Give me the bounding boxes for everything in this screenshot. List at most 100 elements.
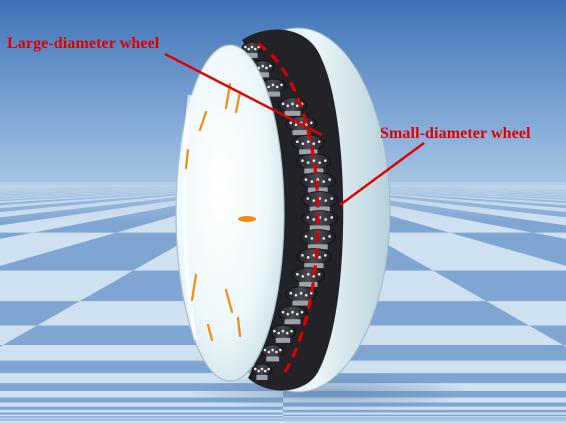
roller-hole [310,180,314,183]
roller-hole [328,178,331,181]
roller-hole [301,142,305,146]
floor-tile [528,325,566,346]
roller-hole [271,83,275,87]
roller-hole [299,291,303,295]
floor-tile [432,270,566,302]
roller-hole [304,293,308,297]
center-marker [238,216,256,222]
roller-hole [306,140,310,144]
roller-hole [328,235,331,238]
roller-hole [279,348,282,352]
large-diameter-wheel-label: Large-diameter wheel [7,35,160,52]
roller-hole [295,312,299,316]
roller-hole [322,180,325,183]
roller-hole [310,121,313,125]
roller-hub [284,319,301,325]
roller-hole [269,64,272,68]
floor-tile [0,301,80,326]
roller-hole [261,64,264,68]
roller-hole [291,310,294,314]
roller-hole [286,312,290,316]
roller-hole [296,140,299,144]
roller-hole [273,329,276,333]
roller-hub [266,356,280,362]
roller-hole [295,104,299,108]
roller-hole [289,121,293,125]
leader-lines [164,52,425,206]
floor-tile [0,418,283,420]
roller-hole [317,272,321,276]
roller-hole [301,159,304,162]
roller-hole [318,256,321,259]
roller-hole [277,331,280,335]
roller-hole [324,218,328,221]
roller-hole [318,161,321,164]
floor-tile [449,232,566,266]
floor-tile [0,232,200,271]
roller-hub [275,337,291,343]
roller-hole [312,199,316,202]
roller-hole [312,159,316,162]
roller-hole [312,254,316,257]
floor-tile [0,406,283,410]
floor-tile [0,412,283,415]
roller-hub [299,281,318,287]
marker-stroke [236,316,242,338]
roller-hole [281,329,285,333]
roller-hole [290,329,293,333]
floor-tile [283,419,566,421]
roller-hole [310,237,314,240]
roller-hole [254,367,257,371]
small-wheel-leader-line [339,142,425,206]
roller-hub [265,91,281,97]
roller-hole [294,123,298,127]
large-wheel-face [175,44,285,382]
roller-hole [254,47,257,51]
roller-hub [307,244,328,250]
marker-stroke [184,148,190,170]
small-diameter-wheel-label: Small-diameter wheel [380,125,531,142]
floor-tile [283,414,566,417]
roller-hole [267,350,271,354]
marker-stroke [190,273,198,302]
marker-stroke [198,110,208,132]
roller-hole [306,161,310,164]
roller-hole [324,159,327,162]
roller-hole [312,274,316,278]
floor-tile [283,417,566,419]
roller-hub [309,206,330,212]
roller-hole [306,216,310,219]
roller-hole [291,102,294,106]
roller-hub [292,300,310,306]
roller-hole [267,85,270,89]
roller-hole [301,274,305,278]
floor-tile [0,416,283,418]
roller-hole [312,218,316,221]
roller-hole [280,83,283,87]
large-wheel-leader-line [164,52,323,137]
roller-hole [304,178,308,181]
roller-hole [324,254,327,257]
marker-stroke [224,288,234,314]
roller-hole [247,47,250,51]
roller-hole [250,45,254,49]
roller-hole [301,254,304,257]
marker-stroke [234,90,242,114]
roller-hole [257,369,260,373]
roller-hole [330,197,334,200]
roller-hole [306,197,310,200]
floor-tile [0,420,283,421]
roller-hole [285,331,289,335]
roller-hub [256,72,270,78]
roller-hole [281,102,285,106]
roller-hole [286,104,290,108]
roller-hole [316,178,320,181]
roller-hole [310,291,313,295]
roller-hub [299,149,318,155]
roller-hole [306,256,310,259]
roller-hole [330,216,334,219]
roller-hole [296,272,299,276]
roller-hole [324,199,328,202]
roller-hub [309,225,330,231]
